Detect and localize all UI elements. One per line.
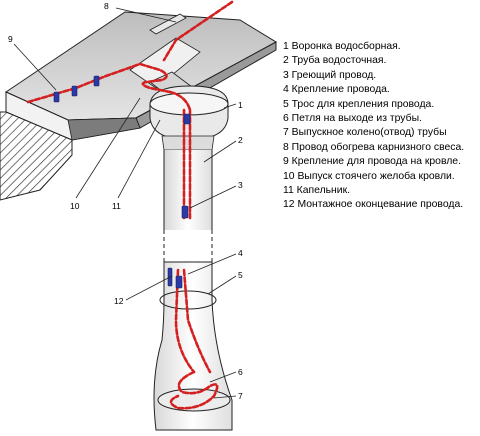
cable-lower-right (182, 268, 212, 374)
downpipe-lower (153, 261, 233, 431)
callout-11: 11 (112, 201, 121, 211)
downpipe-upper-body (164, 150, 212, 230)
roof-clip-2 (71, 85, 78, 97)
legend-item-4: 4 Крепление провода. (283, 84, 390, 96)
legend-item-12: 12 Монтажное оконцевание провода. (283, 199, 464, 211)
callout-9: 9 (8, 34, 13, 44)
legend-item-3: 3 Греющий провод. (283, 69, 377, 81)
legend-item-10: 10 Выпуск стоячего желоба кровли. (283, 170, 455, 182)
legend-list: 1 Воронка водосборная. 2 Труба водосточн… (283, 40, 464, 213)
pipe-clip-upper (181, 205, 189, 219)
callout-numbers: 8 9 1 2 3 4 5 6 7 12 10 11 (8, 1, 243, 401)
callout-1: 1 (238, 100, 243, 110)
callout-3: 3 (238, 180, 243, 190)
roof-clip-1 (53, 91, 60, 103)
cable-to-funnel (168, 90, 192, 112)
legend-item-11: 11 Капельник. (283, 185, 351, 197)
cable-eave-loop (138, 62, 172, 94)
cable-eave-run (26, 62, 142, 104)
leader-lines (13, 7, 237, 399)
downpipe-lower-body (153, 261, 233, 431)
callout-7: 7 (238, 391, 243, 401)
outlet-mouth (157, 388, 231, 412)
heating-cables (26, 0, 234, 410)
callout-10: 10 (70, 201, 80, 211)
callout-4: 4 (238, 248, 243, 258)
funnel-clip (183, 113, 191, 125)
callout-2: 2 (238, 135, 243, 145)
callout-5: 5 (238, 270, 243, 280)
legend-item-5: 5 Трос для крепления провода. (283, 98, 435, 110)
cable-lower-left (174, 268, 196, 374)
roof-clip-3 (93, 75, 100, 87)
callout-12: 12 (114, 296, 124, 306)
drip-edge (67, 117, 141, 141)
legend-item-7: 7 Выпускное колено(отвод) трубы (283, 127, 447, 139)
downpipe-upper (163, 150, 213, 262)
legend-item-9: 9 Крепление для провода на кровле. (283, 156, 461, 168)
funnel-neck (161, 135, 215, 151)
cable-bottom-loops (169, 370, 219, 410)
gutter-trough-left (149, 13, 187, 35)
roof-eave (0, 11, 278, 201)
legend-item-1: 1 Воронка водосборная. (283, 41, 401, 52)
callout-8: 8 (104, 1, 109, 11)
legend-item-6: 6 Петля на выходе из трубы. (283, 113, 422, 125)
pipe-clip-lower (175, 275, 183, 289)
cable-clips (53, 75, 191, 289)
cable-ridge-run (162, 0, 234, 62)
legend-item-8: 8 Провод обогрева карнизного свеса. (283, 141, 465, 153)
callout-6: 6 (238, 367, 243, 377)
legend-item-2: 2 Труба водосточная. (283, 55, 387, 67)
